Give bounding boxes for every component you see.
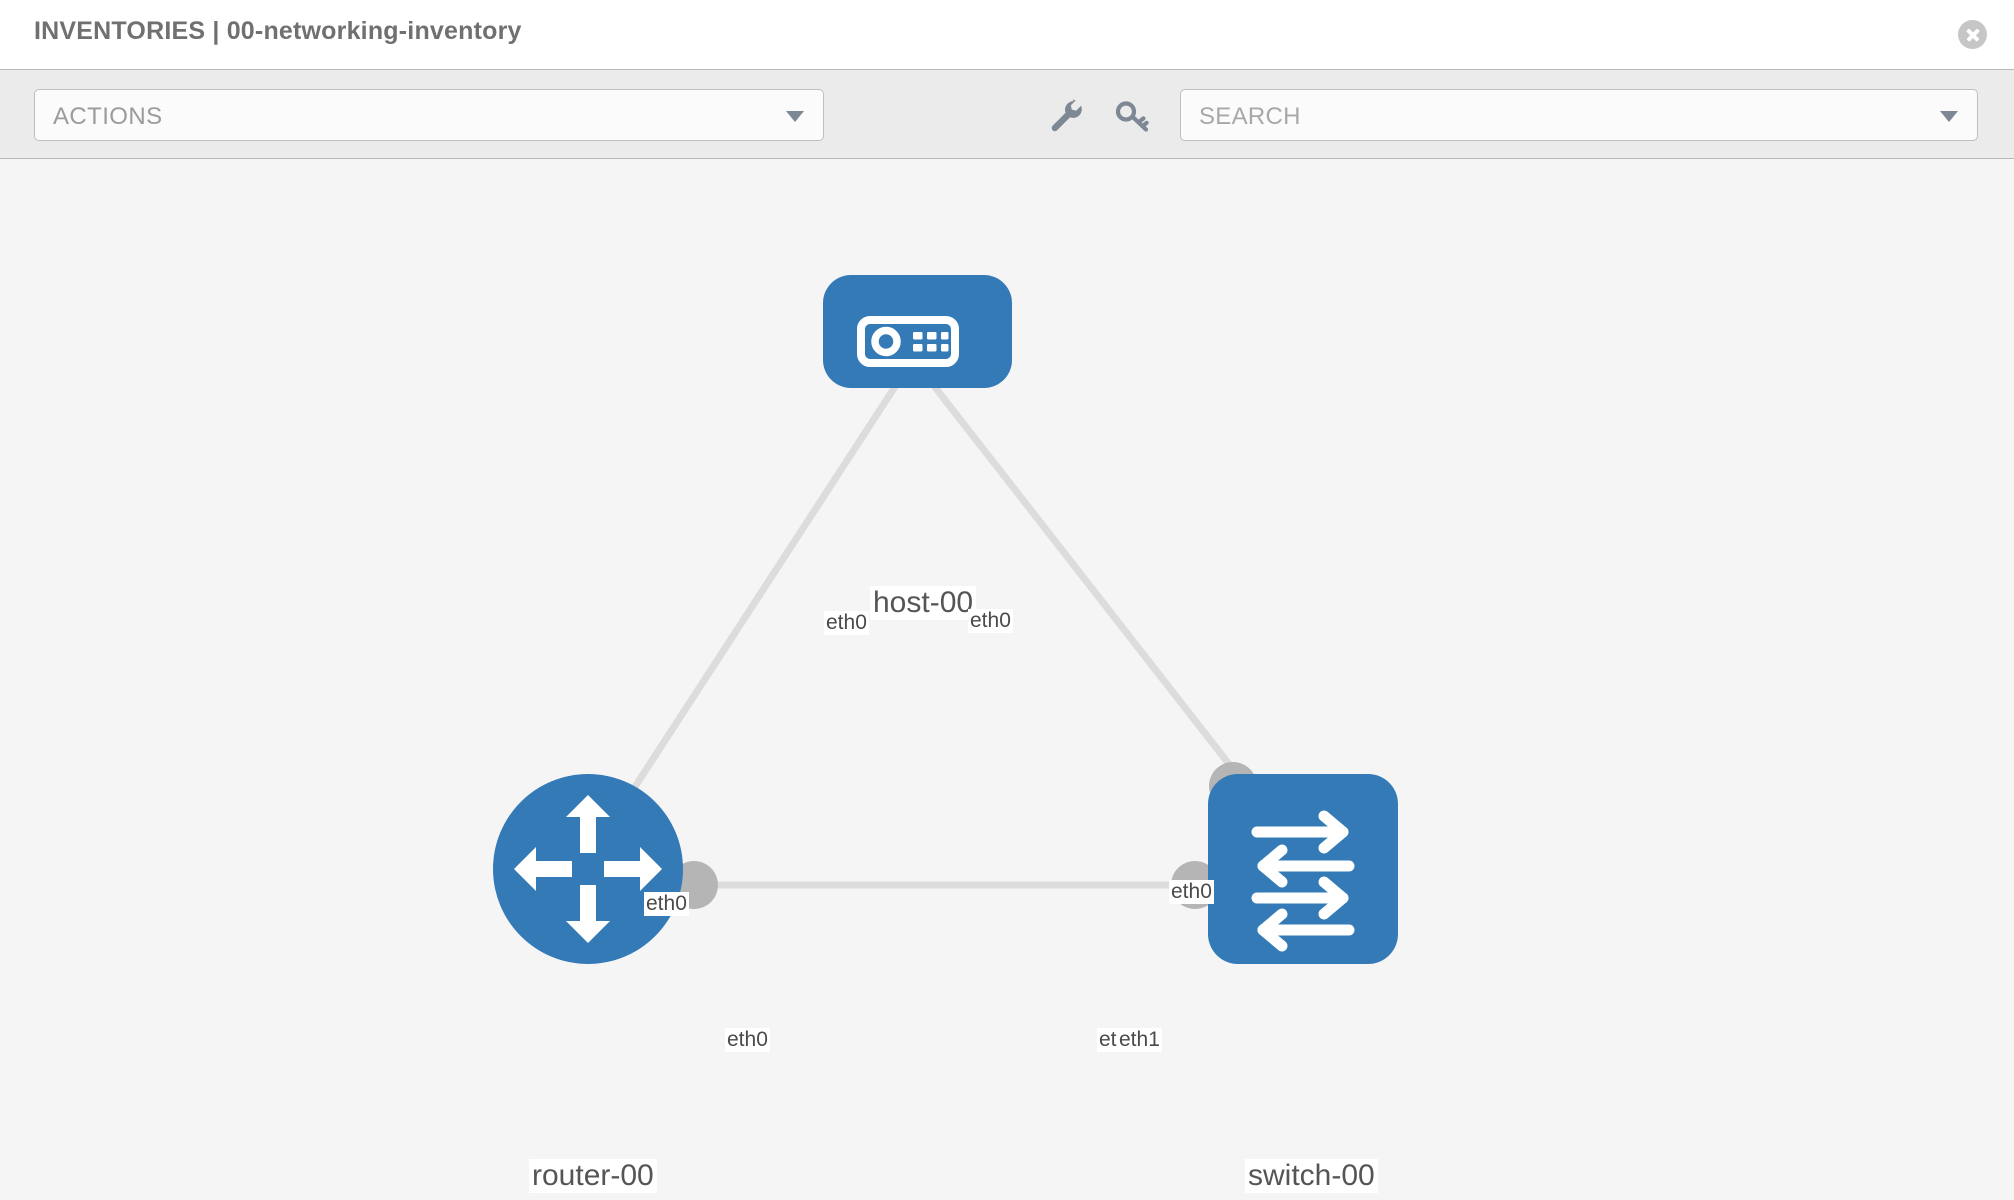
chevron-down-icon[interactable] bbox=[1940, 111, 1958, 122]
node-label-host-00[interactable]: host-00 bbox=[870, 586, 977, 620]
edge-label-switch00-host00[interactable]: eth0 bbox=[1169, 880, 1214, 904]
topology-links bbox=[585, 356, 1306, 889]
switch-arrows-icon bbox=[1251, 810, 1355, 952]
search-placeholder: SEARCH bbox=[1199, 103, 1301, 130]
edge-label-host00-router00[interactable]: eth0 bbox=[824, 611, 869, 635]
edge-label-host00-switch00[interactable]: eth0 bbox=[968, 609, 1013, 633]
link-host00-router00[interactable] bbox=[585, 357, 916, 861]
page-title: INVENTORIES | 00-networking-inventory bbox=[34, 17, 522, 45]
search-input[interactable]: SEARCH bbox=[1180, 89, 1978, 141]
chevron-down-icon bbox=[786, 111, 804, 122]
toolbar: ACTIONS SEARCH bbox=[0, 69, 2014, 159]
page-header: INVENTORIES | 00-networking-inventory bbox=[0, 0, 2014, 69]
node-switch-00[interactable] bbox=[1208, 774, 1398, 964]
router-arrows-icon bbox=[514, 795, 662, 943]
edge-label-router00-host00[interactable]: eth0 bbox=[644, 892, 689, 916]
actions-dropdown[interactable]: ACTIONS bbox=[34, 89, 824, 141]
node-router-00[interactable] bbox=[493, 774, 683, 964]
node-host-00-shape[interactable] bbox=[823, 275, 1012, 388]
wrench-icon[interactable] bbox=[1047, 97, 1085, 135]
topology-canvas[interactable]: host-00 router-00 switch-00 eth0 eth0 et… bbox=[0, 159, 2014, 1200]
edge-label-switch00-router00[interactable]: eth1 bbox=[1117, 1028, 1162, 1052]
node-host-00[interactable] bbox=[823, 275, 1012, 388]
node-label-switch-00[interactable]: switch-00 bbox=[1245, 1159, 1378, 1193]
actions-dropdown-label: ACTIONS bbox=[53, 103, 163, 130]
server-icon bbox=[857, 316, 959, 367]
key-icon[interactable] bbox=[1113, 97, 1151, 135]
topology-graph bbox=[493, 275, 1398, 964]
node-router-00-shape[interactable] bbox=[493, 774, 683, 964]
edge-label-router00-switch00[interactable]: eth0 bbox=[725, 1028, 770, 1052]
close-icon[interactable] bbox=[1958, 20, 1987, 49]
node-label-router-00[interactable]: router-00 bbox=[529, 1159, 657, 1193]
